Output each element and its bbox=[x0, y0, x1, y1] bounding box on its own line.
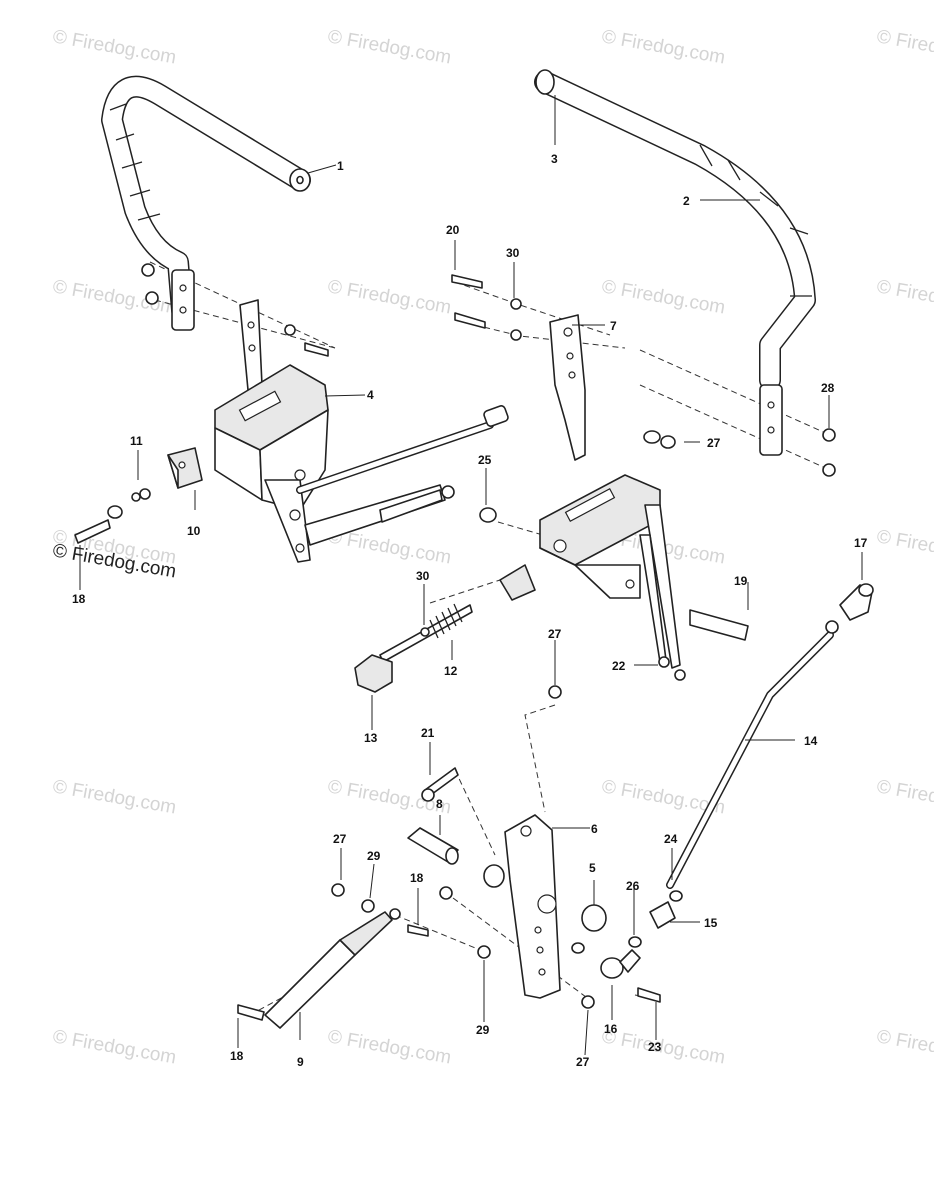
callout-20: 20 bbox=[446, 223, 460, 237]
watermark-3-0: © Firedog.com bbox=[51, 776, 178, 818]
callout-21: 21 bbox=[421, 726, 435, 740]
callout-1: 1 bbox=[337, 159, 344, 173]
callout-10: 10 bbox=[187, 524, 201, 538]
callout-24: 24 bbox=[664, 832, 678, 846]
watermark-layer: © Firedog.com © Firedog.com © Firedog.com ©… bbox=[51, 26, 934, 1068]
callout-26: 26 bbox=[626, 879, 640, 893]
callout-16: 16 bbox=[604, 1022, 618, 1036]
callout-30-lower: 30 bbox=[416, 569, 430, 583]
callout-18-left: 18 bbox=[72, 592, 86, 606]
watermark-4-2: © Firedog.com bbox=[600, 1026, 727, 1068]
lower-tie-rod bbox=[237, 883, 491, 1029]
callout-23: 23 bbox=[648, 1040, 662, 1054]
callout-18-middle: 18 bbox=[410, 871, 424, 885]
watermark-1-3: © Firedog.com bbox=[875, 276, 934, 318]
callout-29-bottom: 29 bbox=[476, 1023, 490, 1037]
callout-25: 25 bbox=[478, 453, 492, 467]
watermark-0-0: © Firedog.com bbox=[51, 26, 178, 68]
callout-15: 15 bbox=[704, 916, 718, 930]
callout-19: 19 bbox=[734, 574, 748, 588]
callout-labels: 1 2 3 4 5 6 7 8 9 10 11 12 13 14 15 16 1… bbox=[72, 152, 868, 1069]
right-control-handle bbox=[534, 69, 816, 456]
callout-14: 14 bbox=[804, 734, 818, 748]
callout-17: 17 bbox=[854, 536, 868, 550]
callout-30-upper: 30 bbox=[506, 246, 520, 260]
callout-27-lower-left: 27 bbox=[333, 832, 347, 846]
callout-22: 22 bbox=[612, 659, 626, 673]
callout-27-bottom: 27 bbox=[576, 1055, 590, 1069]
right-bracket-assembly bbox=[479, 430, 749, 681]
watermark-0-2: © Firedog.com bbox=[600, 26, 727, 68]
callout-12: 12 bbox=[444, 664, 458, 678]
watermark-3-3: © Firedog.com bbox=[875, 776, 934, 818]
callout-7: 7 bbox=[610, 319, 617, 333]
callout-leaders bbox=[79, 95, 863, 1056]
callout-27-upper-right: 27 bbox=[707, 436, 721, 450]
lower-lever-assembly bbox=[407, 767, 607, 999]
callout-29-left: 29 bbox=[367, 849, 381, 863]
left-control-handle bbox=[101, 75, 311, 331]
callout-3: 3 bbox=[551, 152, 558, 166]
watermark-1-1: © Firedog.com bbox=[326, 276, 453, 318]
watermark-0-1: © Firedog.com bbox=[326, 26, 453, 68]
right-upper-parts bbox=[451, 274, 836, 477]
watermark-4-1: © Firedog.com bbox=[326, 1026, 453, 1068]
callout-8: 8 bbox=[436, 797, 443, 811]
watermark-0-3: © Firedog.com bbox=[875, 26, 934, 68]
callout-13: 13 bbox=[364, 731, 378, 745]
callout-18-bottom: 18 bbox=[230, 1049, 244, 1063]
callout-28: 28 bbox=[821, 381, 835, 395]
right-tie-rod bbox=[666, 583, 874, 889]
height-adjust-knob bbox=[354, 564, 536, 693]
callout-9: 9 bbox=[297, 1055, 304, 1069]
left-linkage-rods bbox=[296, 405, 509, 546]
watermark-1-2: © Firedog.com bbox=[600, 276, 727, 318]
callout-6: 6 bbox=[591, 822, 598, 836]
lower-right-parts bbox=[548, 685, 683, 1009]
left-small-parts bbox=[74, 263, 329, 544]
callout-2: 2 bbox=[683, 194, 690, 208]
callout-27-right-mid: 27 bbox=[548, 627, 562, 641]
watermark-4-3: © Firedog.com bbox=[875, 1026, 934, 1068]
watermark-2-3: © Firedog.com bbox=[875, 526, 934, 568]
watermark-4-0: © Firedog.com bbox=[51, 1026, 178, 1068]
callout-4: 4 bbox=[367, 388, 374, 402]
callout-11: 11 bbox=[130, 434, 143, 448]
callout-5: 5 bbox=[589, 861, 596, 875]
